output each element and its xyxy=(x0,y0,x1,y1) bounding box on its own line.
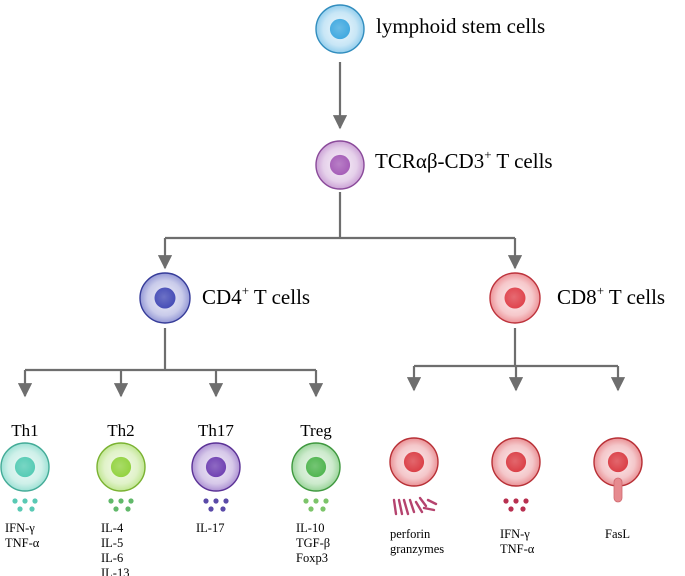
cd8-label: CD8+ T cells xyxy=(557,283,665,309)
subset-cell-th1 xyxy=(0,442,50,492)
cytokine-dot xyxy=(520,506,526,512)
cytokine-dot xyxy=(323,498,329,504)
cytokine-dots-treg xyxy=(303,498,329,512)
subset-marker: TGF-β xyxy=(296,536,330,550)
cd8-subset-cell-1-nucleus xyxy=(403,451,425,473)
granule-stroke xyxy=(397,498,404,516)
subset-cell-th1-nucleus xyxy=(14,456,36,478)
granule-stroke xyxy=(408,498,416,514)
subset-marker: IL-17 xyxy=(196,521,224,535)
cd4-t-cell xyxy=(139,272,191,324)
cytokine-dot xyxy=(22,498,28,504)
cd8-subset-marker: granzymes xyxy=(390,542,444,556)
granule-stroke xyxy=(422,506,436,512)
cd4-label: CD4+ T cells xyxy=(202,283,310,309)
cd8-cell-body-nucleus xyxy=(504,287,526,309)
perforin-granzyme-granules xyxy=(392,496,438,516)
fasl-protrusion xyxy=(613,477,623,503)
cytokine-dots-th17 xyxy=(203,498,229,512)
cytokine-dot xyxy=(508,506,514,512)
granule-stroke xyxy=(392,498,398,516)
stem-cell-body-nucleus xyxy=(329,18,351,40)
subset-marker: Foxp3 xyxy=(296,551,328,565)
subset-name-treg: Treg xyxy=(300,421,332,440)
cd8-subset-cell-1 xyxy=(389,437,439,487)
tcr-cell-body-nucleus xyxy=(329,154,351,176)
cytokine-dot xyxy=(203,498,209,504)
cd8-subset-cell-3-nucleus xyxy=(607,451,629,473)
cytokine-dot xyxy=(113,506,119,512)
cd8-subset-cell-2 xyxy=(491,437,541,487)
subset-marker: IL-10 xyxy=(296,521,324,535)
cd8-subset-marker: IFN-γ xyxy=(500,527,530,541)
granule-stroke xyxy=(418,496,428,508)
cytokine-dot xyxy=(313,498,319,504)
subset-marker: IL-4 xyxy=(101,521,124,535)
granule-stroke xyxy=(414,500,424,514)
tcr-cell-body xyxy=(315,140,365,190)
stem-label: lymphoid stem cells xyxy=(376,14,545,38)
lymphoid-stem-cell xyxy=(315,4,365,54)
cytokine-dot xyxy=(503,498,509,504)
cytokine-dot xyxy=(17,506,23,512)
subset-name-th1: Th1 xyxy=(11,421,38,440)
subset-cell-treg xyxy=(291,442,341,492)
cd8-subset-cell-2-nucleus xyxy=(505,451,527,473)
cytokine-dot xyxy=(12,498,18,504)
tcr-t-cell xyxy=(315,140,365,190)
subset-marker: TNF-α xyxy=(5,536,40,550)
cytokine-dot xyxy=(29,506,35,512)
cytokine-dot xyxy=(32,498,38,504)
cytokine-dot xyxy=(523,498,529,504)
granule-stroke xyxy=(402,498,410,516)
tcr-label: TCRαβ-CD3+ T cells xyxy=(375,147,553,173)
cytokine-dot xyxy=(223,498,229,504)
subset-marker: IL-13 xyxy=(101,566,129,576)
subset-cell-treg-nucleus xyxy=(305,456,327,478)
cytokine-dot xyxy=(320,506,326,512)
subset-cell-th17 xyxy=(191,442,241,492)
cytokine-dot xyxy=(303,498,309,504)
cytokine-dots-th1 xyxy=(12,498,38,512)
cytokine-dot xyxy=(118,498,124,504)
cytokine-dot xyxy=(208,506,214,512)
subset-marker: IFN-γ xyxy=(5,521,35,535)
cytokine-dot xyxy=(108,498,114,504)
connectors xyxy=(17,62,626,398)
subset-name-th17: Th17 xyxy=(198,421,234,440)
subset-marker: IL-6 xyxy=(101,551,123,565)
cd8-subset-cell-3 xyxy=(593,437,643,487)
cytokine-dot xyxy=(308,506,314,512)
cd4-cell-body xyxy=(139,272,191,324)
cytokine-dot xyxy=(220,506,226,512)
cd8-subset-marker: perforin xyxy=(390,527,431,541)
cd8-cytokine-dots xyxy=(503,498,529,512)
cd4-cell-body-nucleus xyxy=(154,287,176,309)
cd8-t-cell xyxy=(489,272,541,324)
cytokine-dot xyxy=(128,498,134,504)
cd8-subset-marker: FasL xyxy=(605,527,630,541)
subset-cell-th2-nucleus xyxy=(110,456,132,478)
cytokine-dot xyxy=(125,506,131,512)
subset-cell-th17-nucleus xyxy=(205,456,227,478)
cd8-cell-body xyxy=(489,272,541,324)
cytokine-dot xyxy=(213,498,219,504)
cytokine-dot xyxy=(513,498,519,504)
cd8-subset-marker: TNF-α xyxy=(500,542,535,556)
cytokine-dots-th2 xyxy=(108,498,134,512)
subset-marker: IL-5 xyxy=(101,536,123,550)
subset-cell-th2 xyxy=(96,442,146,492)
granule-stroke xyxy=(426,498,438,506)
stem-cell-body xyxy=(315,4,365,54)
subset-name-th2: Th2 xyxy=(107,421,134,440)
